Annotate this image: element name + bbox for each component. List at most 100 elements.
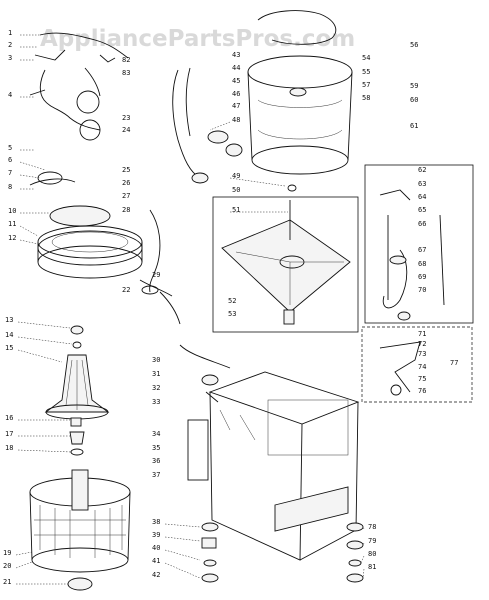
- callout-15: 15: [5, 344, 13, 352]
- agitator-hardware: [69, 417, 85, 456]
- callout-62: 62: [418, 166, 426, 174]
- callout-66: 66: [418, 220, 426, 228]
- callout-38: 38: [152, 518, 160, 526]
- leveling-feet: [201, 522, 364, 583]
- callout-79: 79: [368, 537, 376, 545]
- callouts-left-column: 1 2 3 4 5 6 7 8 10 11 12 13 14 15 16 17 …: [3, 29, 16, 586]
- callout-83: 83: [122, 69, 130, 77]
- callout-21: 21: [3, 578, 11, 586]
- callout-27: 27: [122, 192, 130, 200]
- callout-71: 71: [418, 330, 426, 338]
- callout-53: 53: [228, 310, 236, 318]
- callout-55: 55: [362, 68, 370, 76]
- agitator-top-parts: [29, 171, 111, 227]
- callout-45: 45: [232, 77, 240, 85]
- callout-78: 78: [368, 523, 376, 531]
- callout-26: 26: [122, 179, 130, 187]
- callout-48: 48: [232, 116, 240, 124]
- callout-58: 58: [362, 94, 370, 102]
- callout-63: 63: [418, 180, 426, 188]
- callout-25: 25: [122, 166, 130, 174]
- callout-80: 80: [368, 550, 376, 558]
- callout-13: 13: [5, 316, 13, 324]
- callout-36: 36: [152, 457, 160, 465]
- callout-30: 30: [152, 356, 160, 364]
- callout-76: 76: [418, 387, 426, 395]
- callout-64: 64: [418, 193, 426, 201]
- callout-44: 44: [232, 64, 240, 72]
- spin-basket: [29, 469, 131, 573]
- callout-6: 6: [8, 156, 12, 164]
- callout-56: 56: [410, 41, 418, 49]
- callout-70: 70: [418, 286, 426, 294]
- callout-67: 67: [418, 246, 426, 254]
- callout-2: 2: [8, 41, 12, 49]
- callout-17: 17: [5, 430, 13, 438]
- callout-24: 24: [122, 126, 130, 134]
- callout-23: 23: [122, 114, 130, 122]
- callout-59: 59: [410, 82, 418, 90]
- callout-42: 42: [152, 571, 160, 579]
- cabinet: [187, 371, 360, 561]
- lid-switch-detail-box: [361, 326, 473, 403]
- callout-3: 3: [8, 54, 12, 62]
- callout-16: 16: [5, 414, 13, 422]
- callout-7: 7: [8, 169, 12, 177]
- callout-54: 54: [362, 54, 370, 62]
- callouts-other: 22 23 24 25 26 27 28 29 30 31 32 33 34 3…: [122, 41, 458, 579]
- watermark-text: AppliancePartsPros.com: [40, 26, 355, 52]
- callout-37: 37: [152, 471, 160, 479]
- callout-75: 75: [418, 375, 426, 383]
- drain-hose: [139, 209, 181, 325]
- pump-hose-elbow: [172, 67, 243, 184]
- callout-40: 40: [152, 544, 160, 552]
- callout-20: 20: [3, 562, 11, 570]
- callout-41: 41: [152, 557, 160, 565]
- callout-73: 73: [418, 350, 426, 358]
- callout-14: 14: [5, 331, 13, 339]
- callout-10: 10: [8, 207, 16, 215]
- callout-29: 29: [152, 271, 160, 279]
- callout-57: 57: [362, 81, 370, 89]
- callout-39: 39: [152, 531, 160, 539]
- callout-72: 72: [418, 340, 426, 348]
- callout-4: 4: [8, 91, 12, 99]
- callout-60: 60: [410, 96, 418, 104]
- callout-52: 52: [228, 297, 236, 305]
- callout-31: 31: [152, 370, 160, 378]
- cabinet-wiring: [179, 344, 231, 403]
- callout-68: 68: [418, 260, 426, 268]
- basket-hardware-21: [67, 577, 93, 591]
- callout-49: 49: [232, 172, 240, 180]
- callout-11: 11: [8, 220, 16, 228]
- callout-77: 77: [450, 359, 458, 367]
- callout-32: 32: [152, 384, 160, 392]
- outer-tub: [247, 10, 353, 175]
- wire-harness: [29, 32, 129, 141]
- callout-33: 33: [152, 398, 160, 406]
- suspension-detail-box: [364, 164, 474, 324]
- callout-47: 47: [232, 102, 240, 110]
- leader-lines: [15, 34, 365, 585]
- callout-50: 50: [232, 186, 240, 194]
- callout-1: 1: [8, 29, 12, 37]
- callout-51: 51: [232, 206, 240, 214]
- callout-28: 28: [122, 206, 130, 214]
- callout-74: 74: [418, 363, 426, 371]
- callout-8: 8: [8, 183, 12, 191]
- callout-5: 5: [8, 144, 12, 152]
- callout-22: 22: [122, 286, 130, 294]
- mounting-plate-assembly: [212, 184, 359, 333]
- tub-ring: [37, 225, 143, 279]
- callout-46: 46: [232, 90, 240, 98]
- callout-81: 81: [368, 563, 376, 571]
- callout-43: 43: [232, 51, 240, 59]
- callout-61: 61: [410, 122, 418, 130]
- callout-12: 12: [8, 234, 16, 242]
- callout-18: 18: [5, 444, 13, 452]
- callout-34: 34: [152, 430, 160, 438]
- callout-35: 35: [152, 444, 160, 452]
- callout-19: 19: [3, 549, 11, 557]
- callout-69: 69: [418, 273, 426, 281]
